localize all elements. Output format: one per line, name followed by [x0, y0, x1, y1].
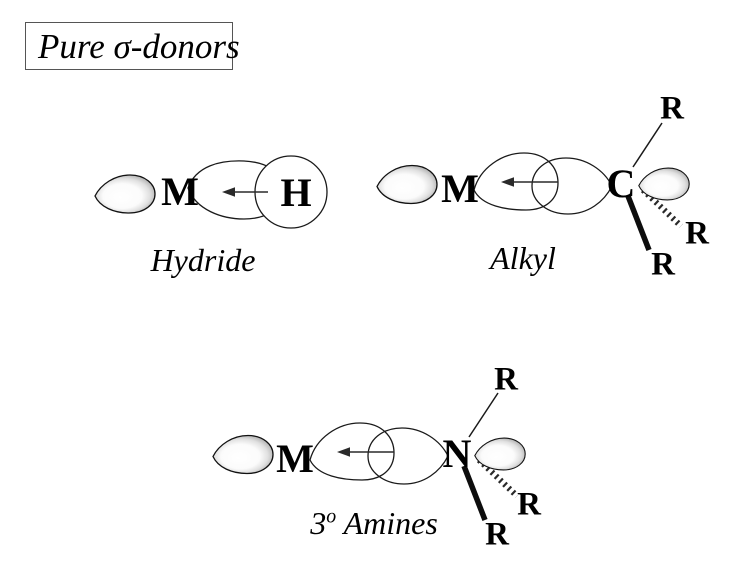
amines-caption: 3o Amines [310, 505, 438, 541]
caption-superscript: o [326, 505, 337, 528]
r-group-label: R [651, 246, 675, 283]
alkyl-orbitals [377, 123, 689, 250]
caption-base: 3 [310, 505, 327, 541]
r-group-label: R [494, 361, 518, 398]
electron-donation-arrow-icon [222, 187, 268, 197]
alkyl-atom-label: C [606, 161, 636, 206]
metal-label: M [441, 166, 479, 211]
title-box: Pure σ-donors [25, 22, 240, 70]
r-group-label: R [485, 516, 509, 553]
metal-back-lobe [94, 174, 156, 214]
r-group-label: R [660, 90, 684, 127]
alkyl-caption: Alkyl [490, 240, 556, 276]
hydride-atom-label: H [280, 170, 312, 215]
page-title: Pure σ-donors [38, 26, 240, 66]
r-group-label: R [685, 215, 709, 252]
caption-rest: Amines [336, 505, 438, 541]
amine-atom-label: N [442, 431, 472, 476]
metal-label: M [276, 436, 314, 481]
r-group-label: R [517, 486, 541, 523]
amines-orbitals [213, 393, 525, 520]
hydride-caption: Hydride [150, 242, 256, 278]
hydride-orbitals [94, 155, 328, 229]
metal-label: M [161, 169, 199, 214]
